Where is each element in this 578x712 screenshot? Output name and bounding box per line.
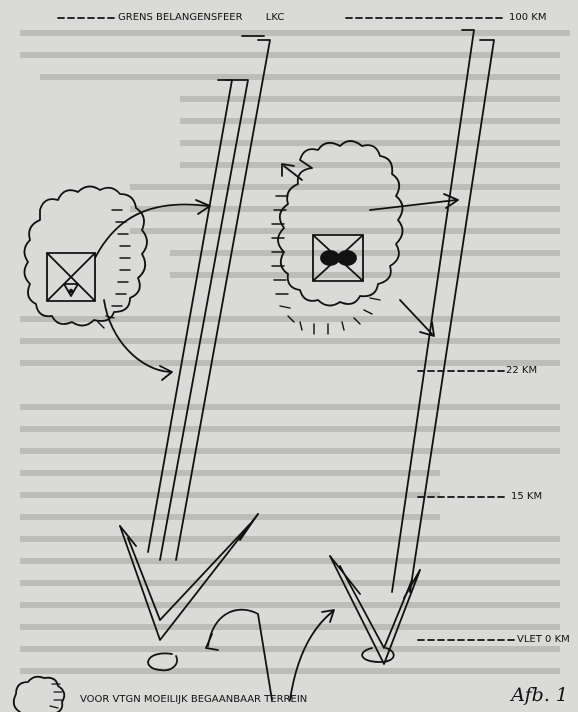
difficult-terrain-left <box>24 186 147 325</box>
distance-22km: 22 KM <box>506 365 537 376</box>
figure-label: Afb. 1 <box>511 684 568 706</box>
vlet-label: VLET 0 KM <box>517 634 570 645</box>
curved-arrow-left-lower <box>104 300 170 372</box>
curved-arrow-left <box>95 204 208 258</box>
top-boundary-label: GRENS BELANGENSFEER LKC <box>118 12 284 23</box>
vlet-distance: 0 KM <box>545 634 570 645</box>
counter-arrow-right <box>290 612 332 700</box>
distance-15km: 15 KM <box>511 491 542 502</box>
counter-arrow-left <box>208 610 272 700</box>
arrow-right-upright <box>370 200 456 210</box>
unit-symbol-left <box>47 253 95 301</box>
axis-arrow-right <box>330 30 494 664</box>
top-boundary-prefix: GRENS BELANGENSFEER <box>118 12 243 23</box>
legend-terrain-symbol <box>14 677 65 712</box>
river-crossing-left <box>148 653 177 670</box>
top-boundary-suffix: LKC <box>266 12 285 23</box>
legend-text: VOOR VTGN MOEILIJK BEGAANBAAR TERREIN <box>80 694 307 705</box>
arrow-right-down <box>400 300 432 334</box>
unit-symbol-right <box>313 235 363 281</box>
distance-100km: 100 KM <box>509 12 546 23</box>
vlet-text: VLET <box>517 634 542 645</box>
axis-arrow-left <box>120 36 270 640</box>
arrow-right-upleft <box>284 166 302 180</box>
